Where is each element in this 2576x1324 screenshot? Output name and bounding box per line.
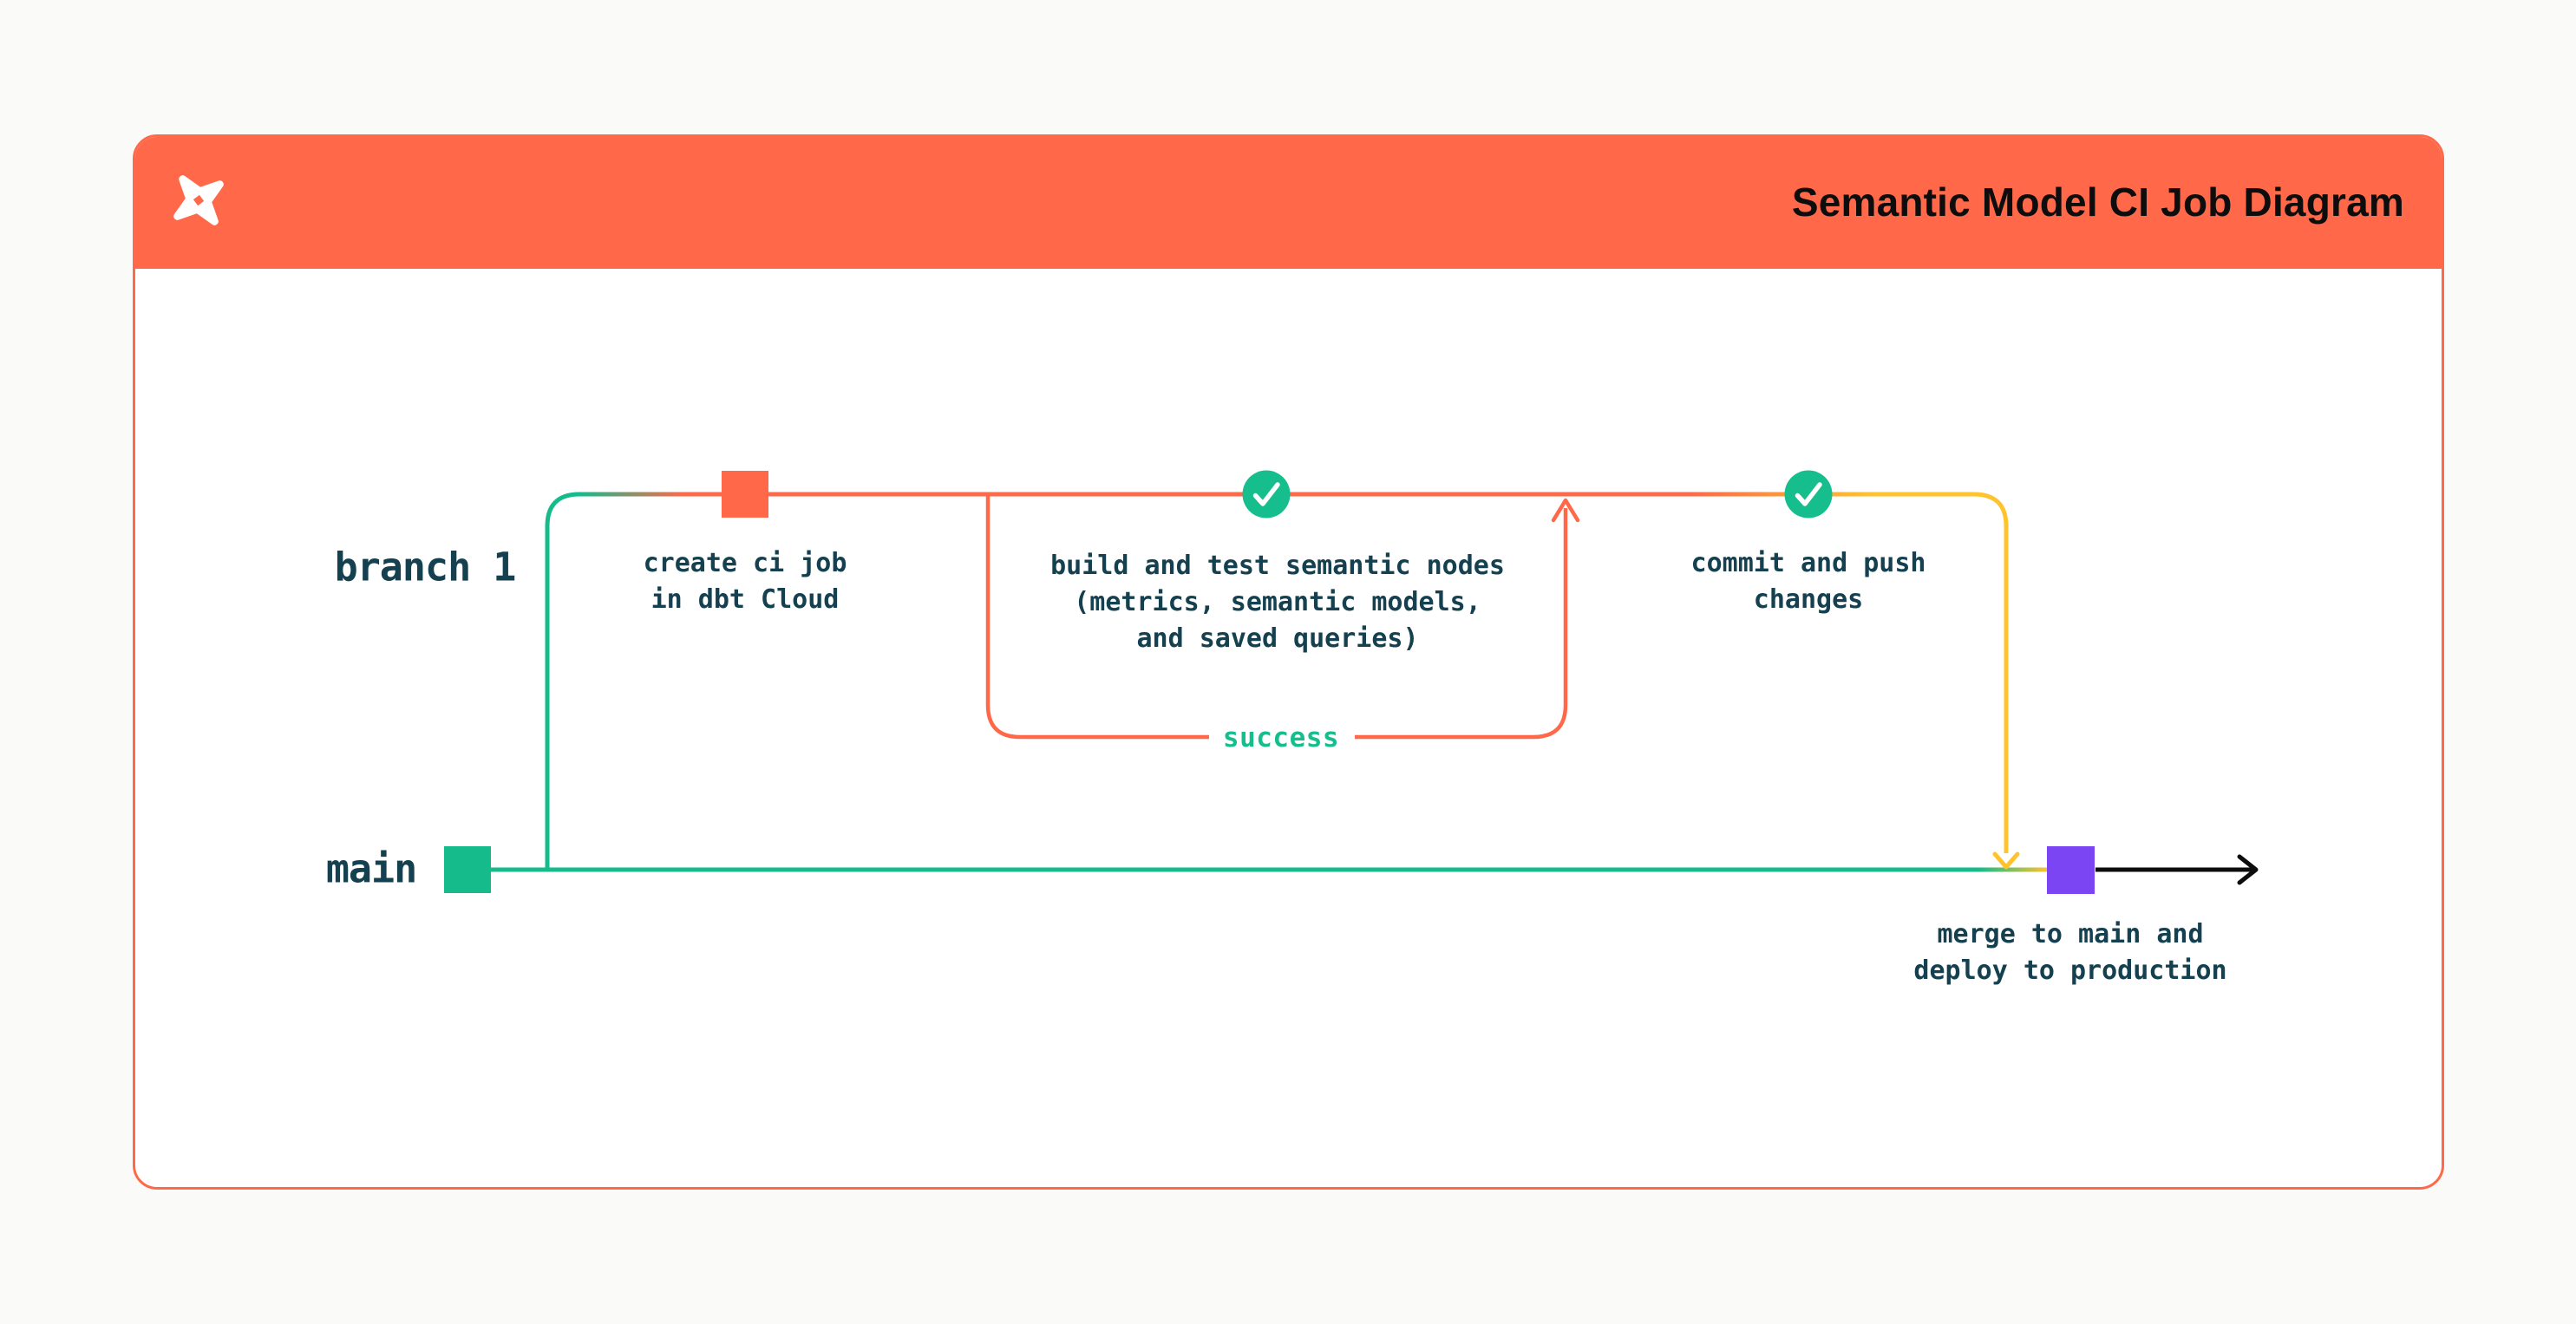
create-ci-job-label: create ci job in dbt Cloud: [643, 548, 847, 615]
merge-down-arrowhead-icon: [1992, 851, 2020, 870]
page-title: Semantic Model CI Job Diagram: [1791, 179, 2404, 225]
diagram-card: Semantic Model CI Job Diagram: [133, 134, 2444, 1190]
dbt-logo-icon: [173, 175, 224, 225]
success-loop-left: [985, 496, 1209, 740]
commit-and-push-label: commit and push changes: [1690, 548, 1926, 615]
merge-commit-square: [2047, 846, 2095, 894]
card-header: Semantic Model CI Job Diagram: [135, 137, 2442, 269]
main-start-commit-square: [444, 846, 491, 893]
merge-down-line: [1973, 492, 2009, 853]
commit-push-check-icon: [1784, 470, 1833, 519]
success-loop-right: [1355, 508, 1568, 740]
main-branch-label: main: [325, 845, 417, 892]
merge-to-main-label: merge to main and deploy to production: [1913, 919, 2227, 986]
create-ci-job-commit-square: [722, 471, 768, 518]
build-test-check-icon: [1242, 470, 1291, 519]
branch-start-curve: [545, 492, 580, 870]
build-and-test-label: build and test semantic nodes (metrics, …: [1050, 551, 1505, 654]
success-loop-arrowhead-icon: [1551, 498, 1580, 523]
production-arrowhead-icon: [2237, 854, 2259, 885]
success-edge-label: success: [1222, 722, 1340, 753]
branch-1-label: branch 1: [334, 544, 517, 590]
